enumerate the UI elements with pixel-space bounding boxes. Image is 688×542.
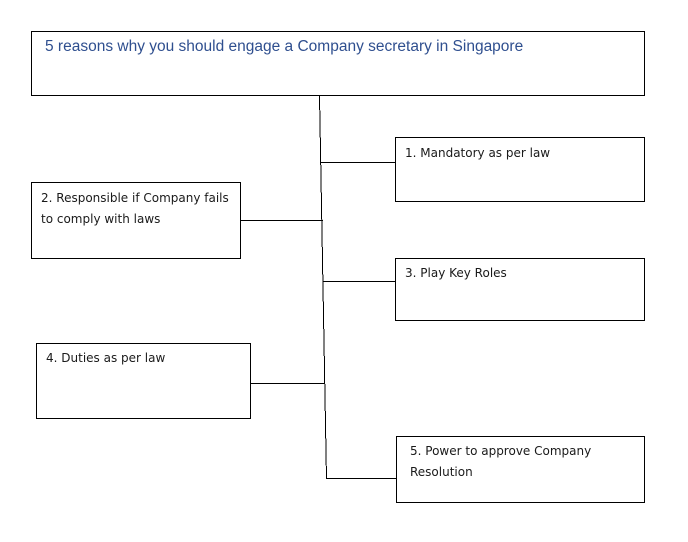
reason-box-5 <box>396 436 645 503</box>
trunk-line <box>319 95 327 480</box>
reason-box-4 <box>36 343 251 419</box>
reason-label-4: 4. Duties as per law <box>46 351 166 365</box>
reason-box-2 <box>31 182 241 259</box>
reason-label-5: 5. Power to approve Company Resolution <box>410 444 592 479</box>
diagram-title: 5 reasons why you should engage a Compan… <box>45 38 524 55</box>
title-box <box>31 31 645 96</box>
reason-label-3: 3. Play Key Roles <box>405 266 507 280</box>
reason-box-1 <box>395 137 645 202</box>
reason-label-2: 2. Responsible if Company fails to compl… <box>41 191 229 226</box>
reason-label-1: 1. Mandatory as per law <box>405 146 551 160</box>
reason-box-3 <box>395 258 645 321</box>
